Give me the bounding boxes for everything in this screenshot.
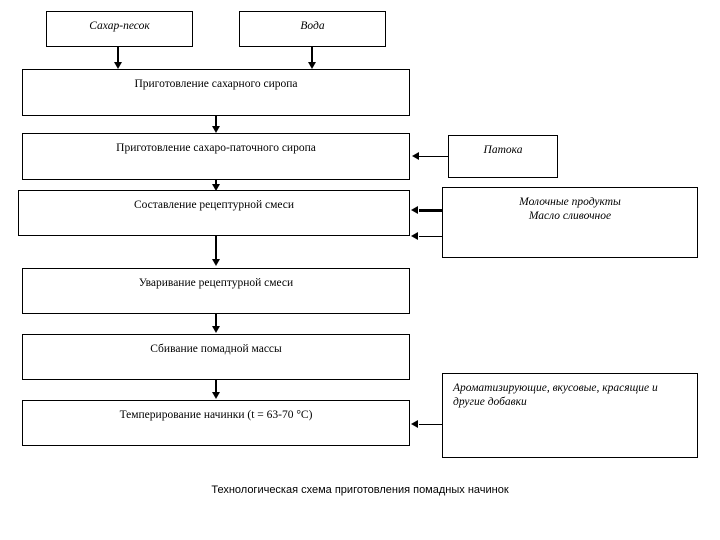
connector-boiling-to-whipping	[215, 314, 218, 327]
connector-additives-to-tempering	[419, 423, 443, 425]
connector-water-to-sugar-syrup	[311, 47, 314, 63]
arrowhead-recipe-mix-to-boiling	[211, 259, 220, 266]
node-sugar-molasses-syrup-label: Приготовление сахаро-паточного сиропа	[116, 142, 316, 154]
node-recipe-mix-label: Составление рецептурной смеси	[133, 199, 295, 211]
arrowhead-additives-to-tempering	[411, 419, 418, 428]
node-whipping-label: Сбивание помадной массы	[150, 343, 282, 355]
connector-whipping-to-tempering	[215, 380, 218, 393]
node-boiling-label: Уваривание рецептурной смеси	[138, 277, 294, 289]
node-sugar-syrup-label: Приготовление сахарного сиропа	[134, 78, 298, 90]
diagram-caption: Технологическая схема приготовления пома…	[211, 484, 509, 496]
arrowhead-water-to-sugar-syrup	[307, 62, 316, 69]
node-dairy: Молочные продукты Масло сливочное	[442, 187, 698, 258]
arrowhead-sugar-to-sugar-syrup	[113, 62, 122, 69]
node-additives: Ароматизирующие, вкусовые, красящие и др…	[442, 373, 698, 458]
node-molasses-label: Патока	[483, 144, 523, 156]
arrowhead-dairy-to-recipe-mix	[411, 205, 418, 214]
node-tempering-label: Темперирование начинки (t = 63-70 °C)	[119, 409, 313, 421]
arrowhead-sugar-syrup-to-molasses-syrup	[211, 126, 220, 133]
connector-molasses-syrup-to-recipe-mix	[215, 180, 218, 186]
node-additives-label: Ароматизирующие, вкусовые, красящие и др…	[453, 382, 658, 408]
connector-molasses-to-molasses-syrup	[419, 156, 448, 158]
node-dairy-label: Молочные продукты Масло сливочное	[519, 196, 621, 222]
connector-sugar-to-sugar-syrup	[117, 47, 120, 63]
node-water-label: Вода	[300, 20, 325, 32]
connector-sugar-syrup-to-molasses-syrup	[215, 116, 218, 127]
node-water: Вода	[239, 11, 386, 47]
arrowhead-molasses-syrup-to-recipe-mix	[211, 184, 220, 191]
node-boiling: Уваривание рецептурной смеси	[22, 268, 410, 314]
node-sugar: Сахар-песок	[46, 11, 193, 47]
arrowhead-molasses-to-molasses-syrup	[412, 152, 419, 160]
node-sugar-syrup: Приготовление сахарного сиропа	[22, 69, 410, 116]
arrowhead-boiling-to-whipping	[211, 326, 220, 333]
node-recipe-mix: Составление рецептурной смеси	[18, 190, 410, 236]
node-sugar-label: Сахар-песок	[89, 20, 150, 32]
connector-dairy-to-recipe-mix-secondary	[419, 235, 443, 237]
connector-dairy-to-recipe-mix	[419, 208, 443, 212]
node-sugar-molasses-syrup: Приготовление сахаро-паточного сиропа	[22, 133, 410, 180]
connector-recipe-mix-to-boiling	[215, 236, 218, 260]
arrowhead-whipping-to-tempering	[211, 392, 220, 399]
node-molasses: Патока	[448, 135, 558, 178]
arrowhead-dairy-to-recipe-mix-secondary	[411, 231, 418, 240]
node-tempering: Темперирование начинки (t = 63-70 °C)	[22, 400, 410, 446]
node-whipping: Сбивание помадной массы	[22, 334, 410, 380]
